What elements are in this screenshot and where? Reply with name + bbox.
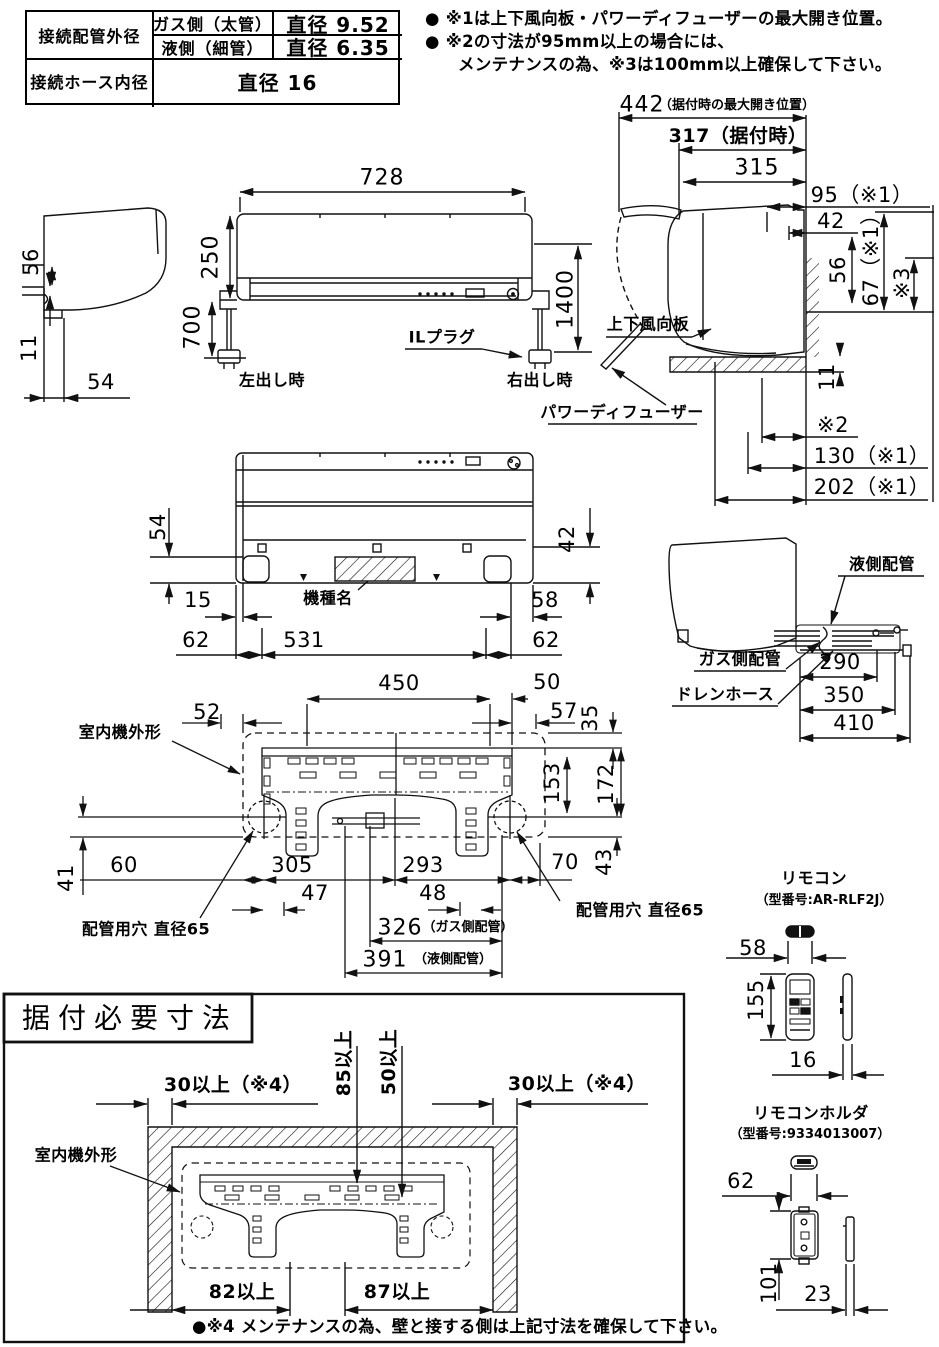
pipe-spec-table: 接続配管外径 ガス側（太管） 直径 9.52 液側（細管） 直径 6.35 接続…	[25, 10, 402, 107]
label-power-diffuser: パワーディフューザー	[540, 402, 704, 422]
note-line-1: ● ※1は上下風向板・パワーディフューザーの最大開き位置。	[425, 9, 893, 28]
dim-left-11: 11	[16, 334, 41, 362]
dim-plate-293: 293	[402, 852, 444, 877]
table-gas-value: 直径 9.52	[286, 12, 390, 37]
dim-plate-326-suffix: （ガス側配管）	[422, 920, 514, 936]
install-section-title: 据付必要寸法	[21, 1001, 239, 1035]
label-left-outlet: 左出し時	[238, 370, 306, 390]
dim-installed-317: 317（据付時）	[668, 125, 808, 148]
table-divider	[152, 34, 402, 36]
dim-cord-1400: 1400	[553, 269, 579, 329]
dim-plate-450: 450	[378, 670, 420, 695]
dim-bottom-62-left: 62	[182, 627, 210, 652]
label-model-name: 機種名	[303, 588, 353, 608]
dim-56-vert: 56	[825, 256, 850, 284]
dim-plate-35: 35	[577, 704, 602, 732]
dim-remote-16: 16	[789, 1047, 817, 1072]
dim-202-ref1: 202（※1）	[813, 474, 931, 499]
dim-bottom-531: 531	[283, 627, 325, 652]
dim-height-250: 250	[198, 234, 224, 280]
dim-bottom-15: 15	[184, 587, 212, 612]
label-remote-title: リモコン	[780, 868, 848, 888]
label-vertical-louver: 上下風向板	[606, 314, 690, 334]
table-divider	[152, 12, 154, 107]
dim-plate-153: 153	[539, 762, 564, 804]
dim-remote-155: 155	[743, 979, 768, 1021]
dim-ref3: ※3	[889, 267, 914, 299]
table-gas-key: ガス側（太管）	[153, 15, 273, 34]
dim-plate-391: 391	[362, 947, 408, 973]
label-pipe-hole-right: 配管用穴 直径65	[575, 900, 705, 920]
dim-130-ref1: 130（※1）	[813, 443, 931, 468]
table-liquid-key: 液側（細管）	[161, 38, 264, 58]
dim-95-ref1: 95（※1）	[810, 182, 914, 207]
dim-pipe-410: 410	[833, 710, 875, 735]
dim-open-442: 442	[619, 92, 665, 118]
dim-plate-57: 57	[550, 698, 578, 723]
dim-clearance-30-left: 30以上（※4）	[163, 1074, 303, 1097]
dim-clearance-85: 85以上	[333, 1029, 356, 1097]
dim-42: 42	[817, 208, 845, 233]
dim-holder-23: 23	[804, 1281, 832, 1306]
dim-left-56: 56	[18, 248, 43, 276]
dim-plate-52: 52	[193, 699, 221, 724]
note-line-3: メンテナンスの為、※3は100mm以上確保して下さい。	[458, 55, 892, 74]
label-holder-title: リモコンホルダ	[753, 1103, 869, 1123]
dim-clearance-87: 87以上	[363, 1281, 431, 1304]
label-liquid-pipe: 液側配管	[848, 554, 916, 574]
table-divider	[27, 58, 402, 60]
dim-remote-58: 58	[739, 935, 767, 960]
dim-pipe-350: 350	[823, 682, 865, 707]
dim-plate-172: 172	[593, 763, 618, 805]
dim-pipe-290: 290	[819, 649, 861, 674]
dim-plate-48: 48	[419, 880, 447, 905]
dim-plate-50: 50	[533, 669, 561, 694]
dim-shelf-11: 11	[814, 363, 839, 391]
table-hose-label: 接続ホース内径	[30, 73, 149, 92]
dim-plate-326: 326	[377, 915, 423, 941]
note-line-2: ● ※2の寸法が95mm以上の場合には、	[425, 32, 735, 51]
dim-bottom-62-right: 62	[532, 627, 560, 652]
dim-plate-43: 43	[591, 848, 616, 876]
table-hose-value: 直径 16	[237, 70, 318, 95]
dim-clearance-50: 50以上	[378, 1028, 401, 1096]
dim-depth-315: 315	[734, 155, 780, 181]
dim-plate-47: 47	[301, 880, 329, 905]
dim-plate-60: 60	[110, 852, 138, 877]
dim-67-ref1: 67（※1）	[858, 203, 883, 307]
dim-open-442-suffix: （据付時の最大開き位置）	[658, 98, 816, 114]
label-il-plug: ILプラグ	[408, 327, 476, 347]
dim-holder-62: 62	[727, 1168, 755, 1193]
dim-bottom-58: 58	[531, 587, 559, 612]
dim-width-728: 728	[359, 165, 405, 191]
dim-left-54: 54	[87, 369, 115, 394]
label-right-outlet: 右出し時	[506, 370, 574, 390]
label-holder-model: （型番号:9334013007）	[729, 1127, 891, 1143]
dim-plate-41: 41	[53, 864, 78, 892]
label-gas-pipe: ガス側配管	[698, 649, 782, 669]
dim-plate-305: 305	[271, 852, 313, 877]
dim-ref2: ※2	[817, 412, 849, 437]
table-row-pipe-od-label: 接続配管外径	[38, 27, 141, 46]
front-view-drawing	[204, 187, 592, 369]
install-note: ●※4 メンテナンスの為、壁と接する側は上記寸法を確保して下さい。	[192, 1317, 728, 1336]
label-indoor-unit-outline: 室内機外形	[78, 722, 162, 742]
dim-holder-101: 101	[756, 1262, 781, 1304]
label-remote-model: （型番号:AR-RLF2J）	[755, 893, 893, 909]
dim-bottom-42: 42	[554, 525, 579, 553]
label-install-unit-outline: 室内機外形	[34, 1145, 118, 1165]
label-pipe-hole-left: 配管用穴 直径65	[81, 919, 211, 939]
dim-plate-70: 70	[551, 849, 579, 874]
dim-clearance-82: 82以上	[208, 1281, 276, 1304]
dim-plate-391-suffix: （液側配管）	[413, 952, 493, 968]
dim-clearance-30-right: 30以上（※4）	[507, 1073, 647, 1096]
dim-floor-700: 700	[180, 304, 206, 350]
label-drain-hose: ドレンホース	[675, 684, 775, 704]
table-liquid-value: 直径 6.35	[286, 36, 390, 60]
dim-bottom-54: 54	[145, 513, 170, 541]
